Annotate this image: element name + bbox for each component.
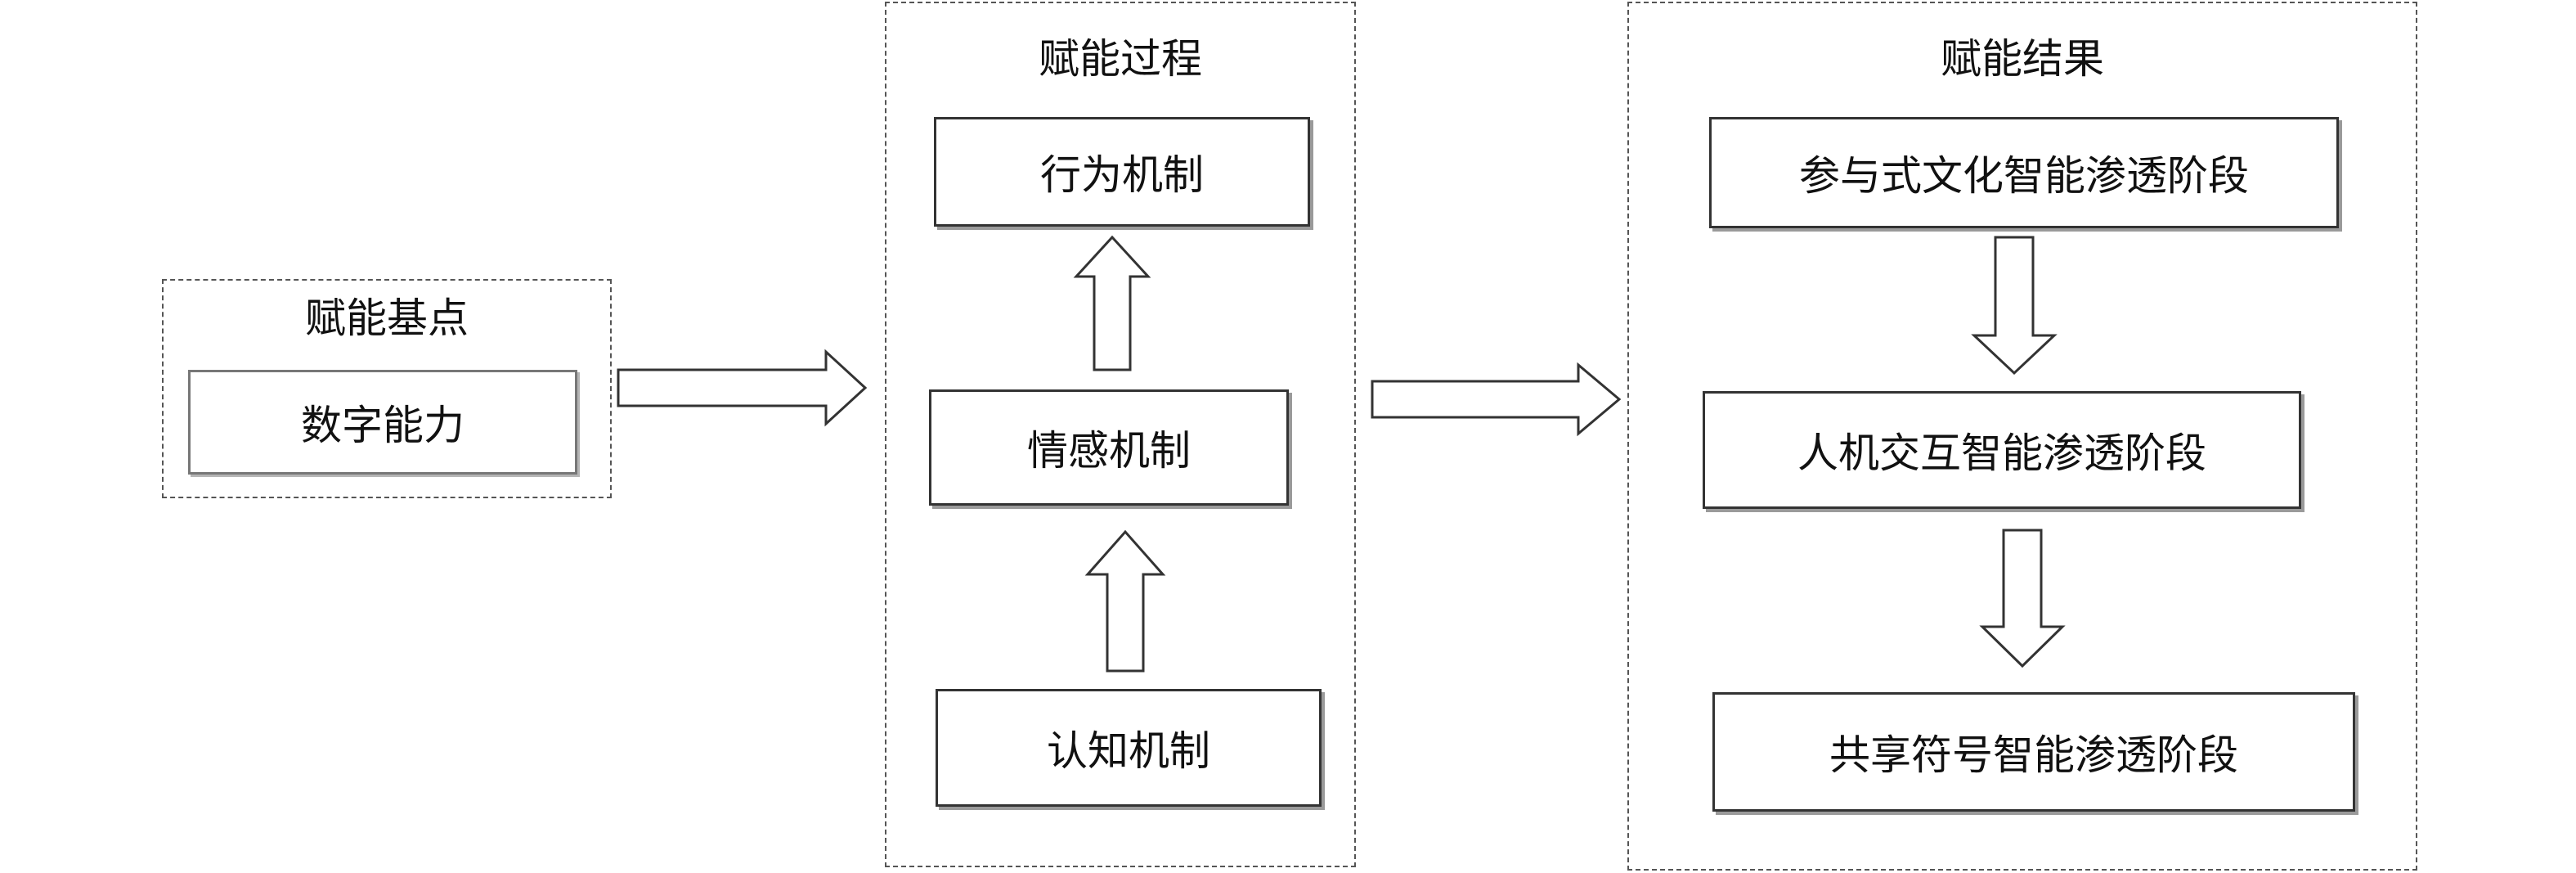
arrow-down-icon bbox=[1971, 236, 2058, 376]
group-result: 赋能结果 bbox=[1627, 2, 2417, 871]
group-result-title: 赋能结果 bbox=[1941, 35, 2104, 83]
group-basis-title: 赋能基点 bbox=[305, 295, 469, 342]
node-participatory-culture-stage: 参与式文化智能渗透阶段 bbox=[1709, 117, 2339, 228]
node-behavior-mechanism: 行为机制 bbox=[934, 117, 1310, 227]
node-emotion-mechanism: 情感机制 bbox=[929, 389, 1289, 506]
group-basis: 赋能基点 bbox=[162, 279, 612, 498]
arrow-right-icon bbox=[1371, 362, 1622, 437]
group-process-title: 赋能过程 bbox=[1039, 35, 1202, 83]
arrow-up-icon bbox=[1084, 529, 1166, 673]
group-process: 赋能过程 bbox=[885, 2, 1356, 867]
node-digital-capability: 数字能力 bbox=[188, 370, 577, 475]
arrow-down-icon bbox=[1979, 529, 2066, 668]
arrow-right-icon bbox=[617, 349, 868, 427]
node-human-computer-interaction-stage: 人机交互智能渗透阶段 bbox=[1703, 391, 2301, 509]
node-shared-symbol-stage: 共享符号智能渗透阶段 bbox=[1712, 692, 2355, 812]
node-cognition-mechanism: 认知机制 bbox=[936, 689, 1322, 807]
arrow-up-icon bbox=[1073, 235, 1151, 371]
